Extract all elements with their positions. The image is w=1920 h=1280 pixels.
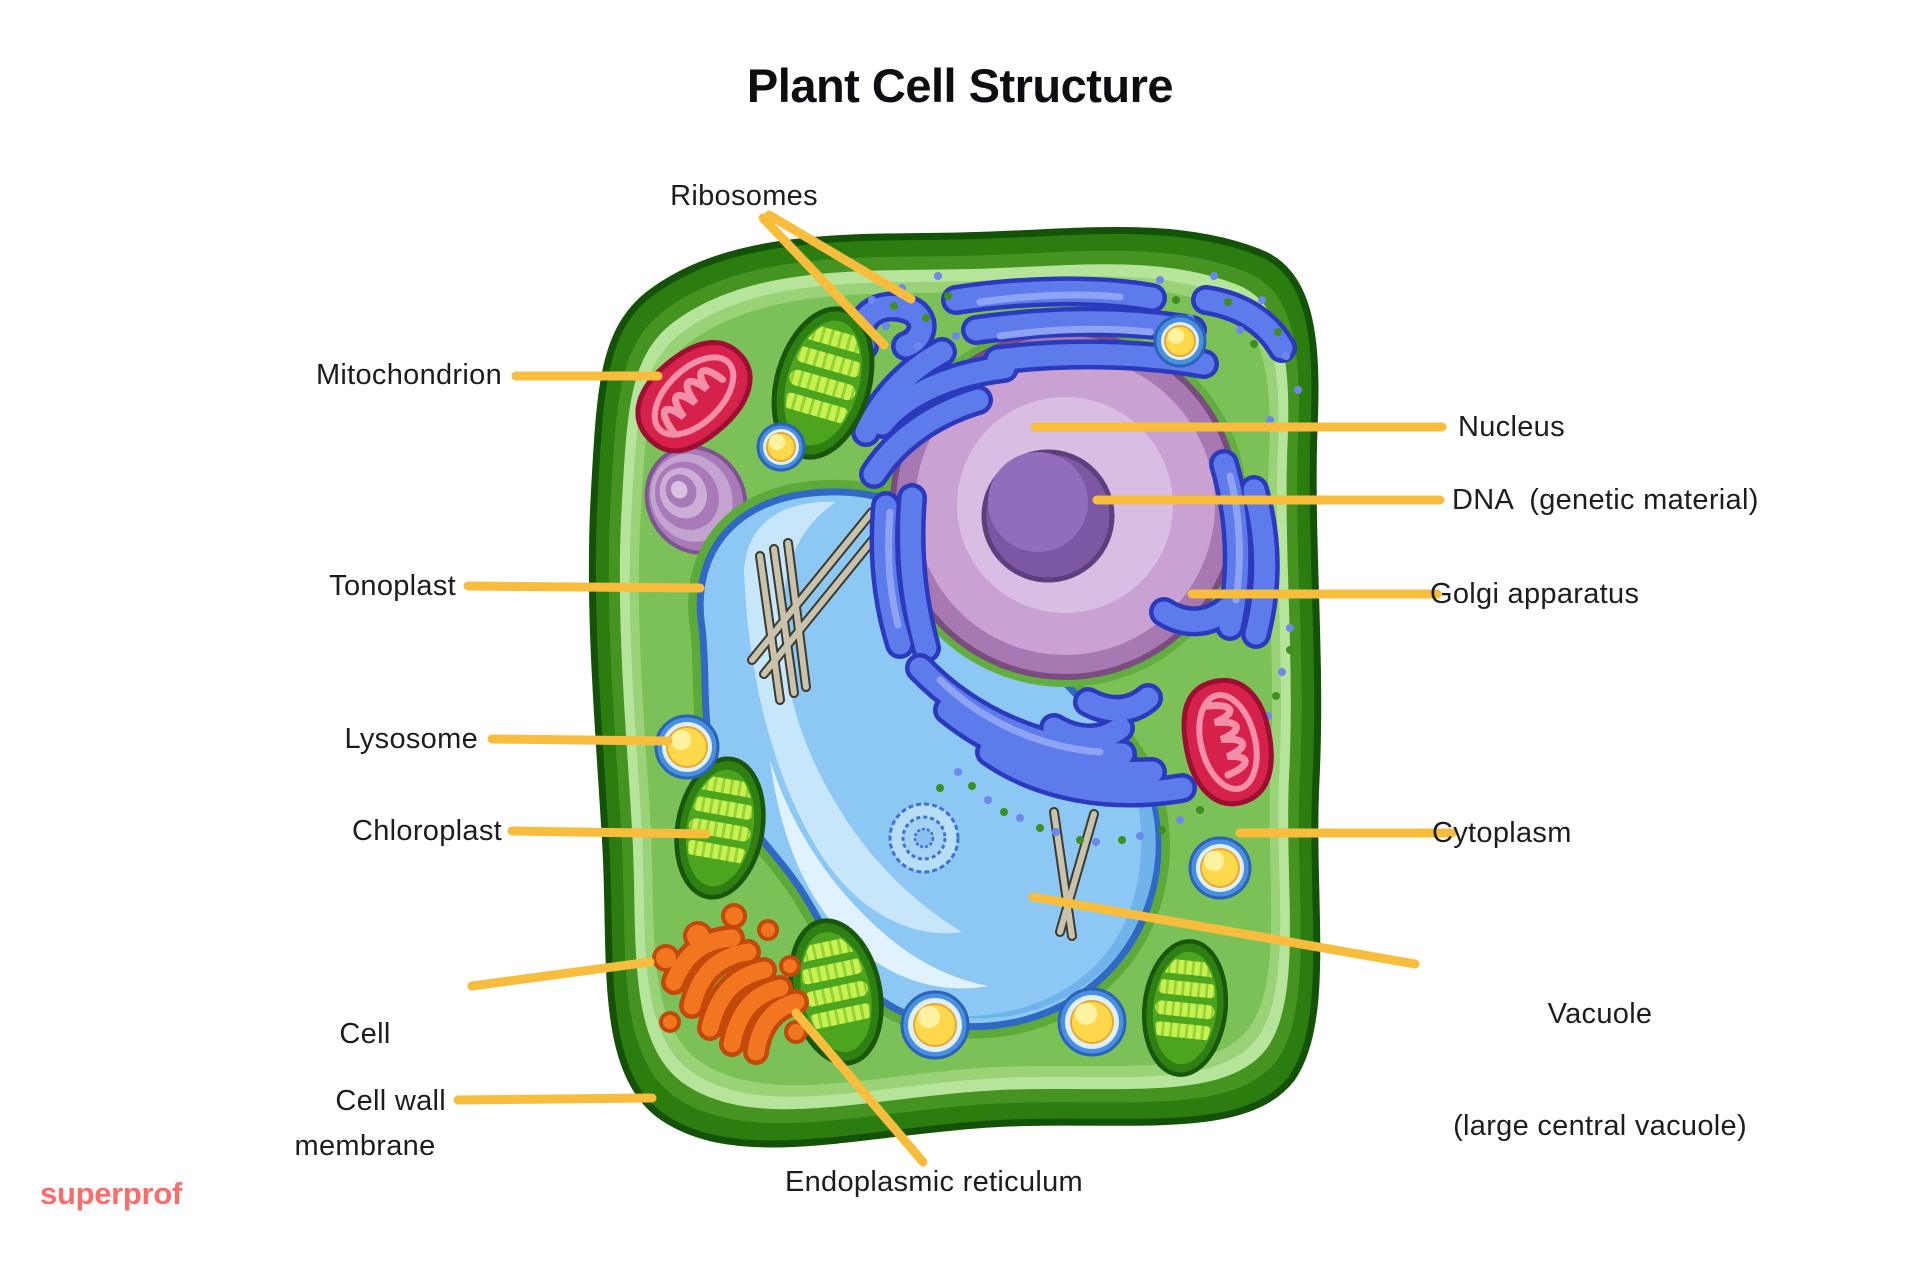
microtubule-rods xyxy=(747,507,1099,941)
label-vacuole-line2: (large central vacuole) xyxy=(1453,1109,1747,1142)
nucleolus-dna-graphic xyxy=(981,449,1115,583)
label-chloroplast: Chloroplast xyxy=(352,815,502,847)
leader-vacuole xyxy=(1028,892,1420,969)
label-cell-membrane-line2: membrane xyxy=(294,1129,436,1162)
golgi-apparatus-graphic xyxy=(905,449,1280,808)
label-tonoplast: Tonoplast xyxy=(329,570,456,602)
label-endoplasmic-reticulum: Endoplasmic reticulum xyxy=(784,1166,1084,1198)
label-mitochondrion: Mitochondrion xyxy=(315,359,502,391)
amyloplast-graphic xyxy=(644,445,748,555)
label-lysosome: Lysosome xyxy=(344,723,478,755)
vacuole-rosette xyxy=(888,802,960,874)
mitochondrion-graphic xyxy=(635,340,753,454)
label-cytoplasm: Cytoplasm xyxy=(1432,817,1572,849)
leader-endoplasmic-reticulum xyxy=(791,1008,928,1167)
label-dna: DNA (genetic material) xyxy=(1452,484,1759,516)
leader-lines xyxy=(453,210,1457,1167)
chloroplast-2-graphic xyxy=(674,756,766,900)
label-vacuole: Vacuole (large central vacuole) xyxy=(1453,922,1747,1219)
leader-lysosome xyxy=(487,734,673,746)
endoplasmic-reticulum-graphic xyxy=(652,903,809,1065)
label-vacuole-line1: Vacuole xyxy=(1547,998,1653,1031)
label-cell-membrane-line1: Cell xyxy=(339,1018,391,1051)
chloroplast-3-graphic xyxy=(788,918,884,1066)
label-cell-wall: Cell wall xyxy=(335,1085,446,1117)
label-cell-membrane: Cell membrane xyxy=(294,942,435,1239)
label-nucleus: Nucleus xyxy=(1458,411,1565,443)
leader-ribosomes-2 xyxy=(758,213,889,350)
page-title: Plant Cell Structure xyxy=(746,59,1174,112)
mitochondrion-2-graphic xyxy=(1181,678,1274,807)
leader-cell-membrane xyxy=(467,957,655,991)
lysosome-graphic xyxy=(654,314,1252,1060)
chloroplast-4-graphic xyxy=(1141,939,1229,1077)
label-ribosomes: Ribosomes xyxy=(670,180,818,212)
chloroplast-graphic xyxy=(771,306,875,460)
leader-tonoplast xyxy=(463,581,705,593)
leader-ribosomes-1 xyxy=(764,210,916,304)
leader-cell-wall xyxy=(453,1093,657,1105)
leader-chloroplast xyxy=(507,826,711,839)
brand-logo: superprof xyxy=(40,1176,182,1211)
label-golgi: Golgi apparatus xyxy=(1430,578,1640,610)
